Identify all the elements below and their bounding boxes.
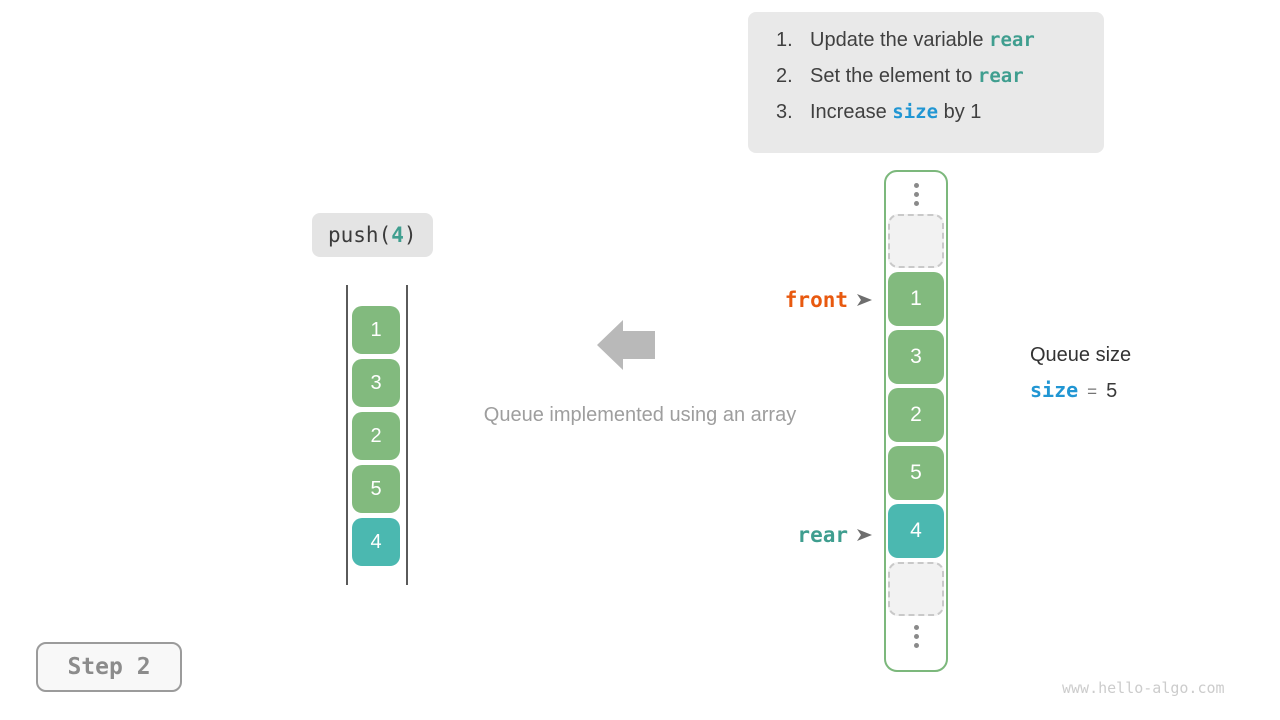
stack-cell: 1 <box>352 306 400 354</box>
instruction-text: Update the variable rear <box>810 29 1035 51</box>
pointer-arrow-icon <box>857 529 872 541</box>
stack-cell: 2 <box>352 412 400 460</box>
rear-pointer-label: rear <box>797 523 848 547</box>
code-token-rear: rear <box>977 65 1024 87</box>
array-cell: 5 <box>888 446 944 500</box>
pointer-arrow-icon <box>857 294 872 306</box>
instruction-number: 3. <box>776 101 793 123</box>
queue-size-title: Queue size <box>1030 344 1132 366</box>
watermark: www.hello-algo.com <box>1062 679 1225 697</box>
array-cell-rear: 4 <box>888 504 944 558</box>
stack-cell-pushed: 4 <box>352 518 400 566</box>
ellipsis-icon <box>913 178 919 210</box>
code-token-rear: rear <box>989 29 1035 51</box>
size-variable: size <box>1030 378 1079 402</box>
array-cell: 3 <box>888 330 944 384</box>
array-cell-front: 1 <box>888 272 944 326</box>
queue-size-panel: Queue size size = 5 <box>1030 344 1131 403</box>
array-cell-empty <box>888 214 944 268</box>
instruction-number: 1. <box>776 29 793 51</box>
stack-rail-right <box>406 285 408 585</box>
diagram-caption: Queue implemented using an array <box>483 404 797 426</box>
array-cell: 2 <box>888 388 944 442</box>
instruction-step-3: 3. Increase size by 1 <box>776 101 1104 137</box>
array-container: 1 3 2 5 4 <box>884 170 948 672</box>
front-pointer-label: front <box>784 288 848 312</box>
stack-rail-left <box>346 285 348 585</box>
ellipsis-icon <box>913 620 919 652</box>
array-cell-empty <box>888 562 944 616</box>
stack-cell: 3 <box>352 359 400 407</box>
equals-sign: = <box>1087 382 1098 401</box>
queue-size-value-line: size = 5 <box>1030 378 1131 403</box>
rear-pointer: rear <box>690 523 872 547</box>
instruction-text: Set the element to rear <box>810 65 1024 87</box>
instruction-step-1: 1. Update the variable rear <box>776 29 1104 65</box>
instruction-number: 2. <box>776 65 793 87</box>
code-token-size: size <box>892 101 939 123</box>
left-block-arrow-icon <box>597 320 655 370</box>
size-value: 5 <box>1106 380 1118 402</box>
instruction-step-2: 2. Set the element to rear <box>776 65 1104 101</box>
stack-cell: 5 <box>352 465 400 513</box>
push-operation-label: push(4) <box>312 213 433 257</box>
step-badge: Step 2 <box>36 642 182 692</box>
push-argument: 4 <box>391 223 404 247</box>
front-pointer: front <box>690 288 872 312</box>
push-prefix: push( <box>328 223 392 247</box>
instruction-box: 1. Update the variable rear 2. Set the e… <box>748 12 1104 153</box>
instruction-text: Increase size by 1 <box>810 101 982 123</box>
push-suffix: ) <box>403 223 417 247</box>
queue-stack: 1 3 2 5 4 <box>352 306 400 566</box>
